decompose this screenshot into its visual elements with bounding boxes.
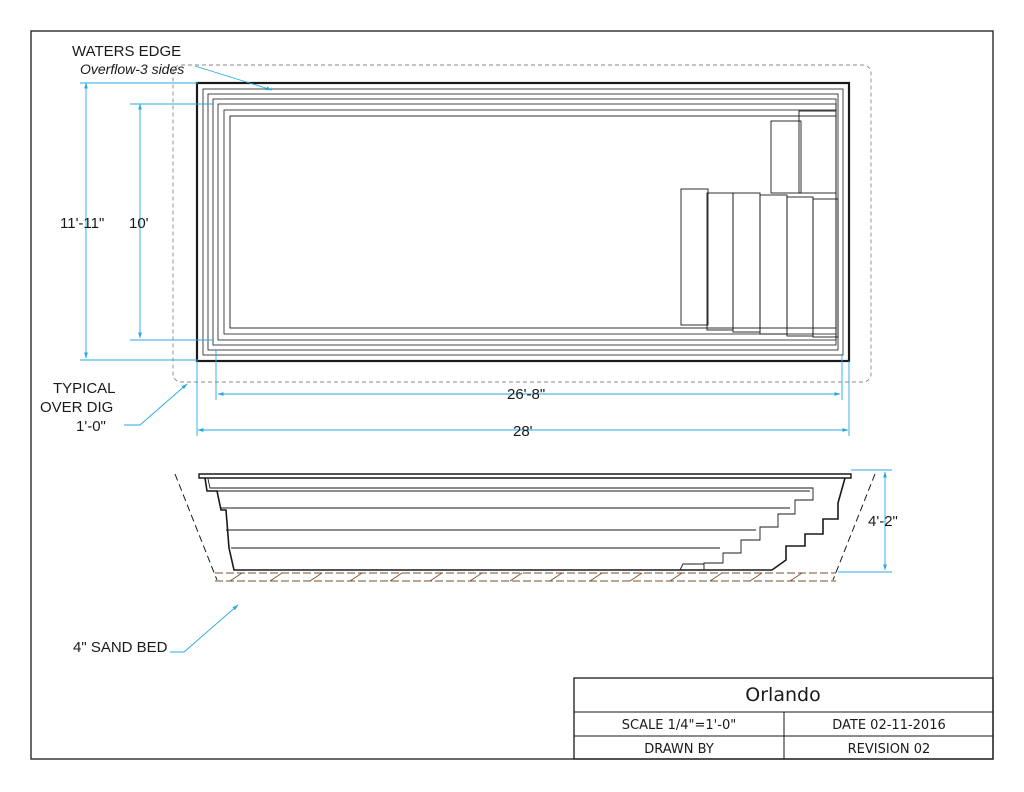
pool-step-edge-1 [202, 88, 844, 356]
dim-depth-label: 4'-2" [868, 513, 898, 530]
overdig-value: 1'-0" [76, 418, 106, 435]
waters-edge-label: WATERS EDGE [72, 43, 181, 60]
title-block: Orlando SCALE 1/4"=1'-0" DATE 02-11-2016… [573, 677, 994, 760]
pool-coping-edge [195, 81, 851, 363]
pool-floor-edge [229, 115, 837, 329]
dim-outer-length-label: 28' [513, 423, 533, 440]
dim-outer-width [80, 82, 198, 361]
sand-bed-label: 4" SAND BED [73, 639, 168, 656]
dim-inner-length [215, 350, 843, 400]
overdig-label-line1: TYPICAL [53, 380, 116, 397]
pool-step-edge-5 [223, 109, 837, 335]
date-text: DATE 02-11-2016 [832, 718, 946, 733]
overdig-leader [124, 383, 188, 426]
waters-edge-leader [194, 65, 273, 91]
trench-right [832, 473, 876, 581]
overdig-label-line2: OVER DIG [40, 399, 113, 416]
scale-text: SCALE 1/4"=1'-0" [622, 718, 736, 733]
dim-inner-width-label: 10' [129, 215, 149, 232]
entry-steps [680, 188, 839, 338]
trench-left [174, 473, 218, 581]
dim-inner-length-label: 26'-8" [507, 386, 545, 403]
dim-outer-length [196, 361, 850, 436]
dim-inner-width [130, 103, 214, 341]
section-view: 4'-2" 4" SAND BED [73, 469, 898, 656]
pool-step-edge-3 [212, 98, 837, 346]
bench-seat [770, 120, 802, 194]
revision-text: REVISION 02 [848, 742, 931, 757]
dim-depth [838, 469, 892, 573]
overflow-label: Overflow-3 sides [80, 61, 184, 77]
overdig-outline [172, 64, 872, 383]
sand-bed [215, 572, 836, 582]
bench-seat-inner [798, 110, 837, 194]
pool-step-edge-2 [207, 93, 839, 351]
plan-view: WATERS EDGE Overflow-3 sides 11'-11" 10'… [40, 43, 872, 440]
section-coping [198, 473, 852, 479]
sand-bed-leader [170, 604, 239, 653]
pool-step-edge-4 [217, 103, 837, 341]
model-name: Orlando [745, 684, 820, 706]
section-shell-outer [204, 477, 846, 571]
section-shell-inner [207, 478, 814, 571]
dim-outer-width-label: 11'-11" [60, 215, 104, 232]
sheet-border [30, 30, 994, 760]
drawn-by-text: DRAWN BY [644, 742, 714, 757]
